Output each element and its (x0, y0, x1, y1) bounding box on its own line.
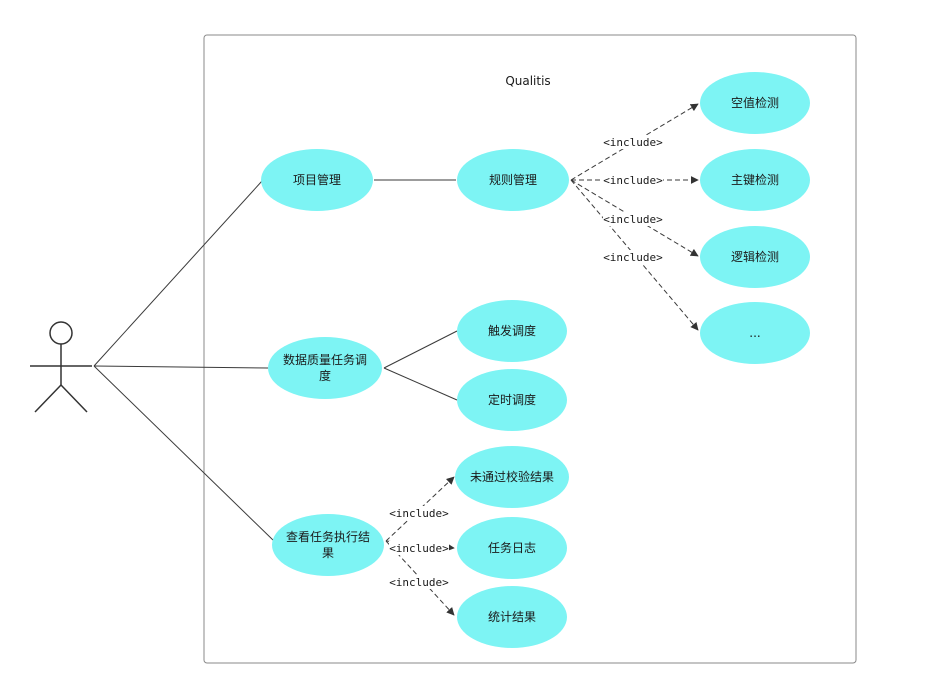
use-case-view-results[interactable]: 查看任务执行结 果 (272, 514, 384, 576)
include-label-logic: <include> (603, 213, 663, 226)
include-label-log: <include> (389, 542, 449, 555)
actor-left-leg (34, 384, 62, 413)
use-case-project-management[interactable]: 项目管理 (261, 149, 373, 211)
use-case-label-line-2: 果 (322, 546, 334, 560)
use-case-label: 未通过校验结果 (470, 469, 554, 484)
association-actor-project (93, 180, 263, 367)
use-case-task-scheduling[interactable]: 数据质量任务调 度 (268, 337, 382, 399)
use-case-label-line-1: 查看任务执行结 (286, 529, 370, 544)
use-case-label-line-2: 度 (319, 368, 331, 383)
actor-figure (30, 321, 92, 413)
actor-right-leg (60, 384, 88, 413)
include-label-bg-6 (389, 541, 449, 555)
use-case-label: 逻辑检测 (731, 249, 779, 264)
use-case-label: ... (749, 326, 760, 340)
include-label-more: <include> (603, 251, 663, 264)
use-case-trigger-scheduling[interactable]: 触发调度 (457, 300, 567, 362)
association-actor-schedule (93, 365, 269, 369)
include-label-stats: <include> (389, 576, 449, 589)
include-label-bg-7 (389, 575, 449, 589)
association-actor-results (93, 365, 275, 542)
include-label-bg-2 (603, 173, 663, 187)
use-case-statistics[interactable]: 统计结果 (457, 586, 567, 648)
use-case-label: 规则管理 (489, 172, 537, 187)
use-case-primary-key-check[interactable]: 主键检测 (700, 149, 810, 211)
use-case-logic-check[interactable]: 逻辑检测 (700, 226, 810, 288)
use-case-timer-scheduling[interactable]: 定时调度 (457, 369, 567, 431)
include-label-bg-5 (389, 506, 449, 520)
use-case-failed-results[interactable]: 未通过校验结果 (455, 446, 569, 508)
use-case-label: 任务日志 (488, 540, 536, 555)
include-label-bg-4 (603, 250, 663, 264)
include-label-null: <include> (603, 136, 663, 149)
use-case-label-line-1: 数据质量任务调 (283, 352, 367, 367)
use-case-label: 触发调度 (488, 323, 536, 338)
use-case-label: 主键检测 (731, 172, 779, 187)
use-case-label: 项目管理 (293, 172, 341, 187)
actor-head (49, 321, 73, 345)
use-case-rule-management[interactable]: 规则管理 (457, 149, 569, 211)
include-label-bg-3 (603, 212, 663, 226)
use-case-more[interactable]: ... (700, 302, 810, 364)
include-label-bg-1 (603, 135, 663, 149)
use-case-null-check[interactable]: 空值检测 (700, 72, 810, 134)
include-label-failed: <include> (389, 507, 449, 520)
use-case-task-log[interactable]: 任务日志 (457, 517, 567, 579)
association-schedule-timer (383, 367, 458, 401)
use-case-label: 统计结果 (488, 610, 536, 624)
use-case-label: 定时调度 (488, 392, 536, 407)
system-title: Qualitis (505, 74, 550, 88)
association-schedule-trigger (383, 330, 458, 369)
include-label-pk: <include> (603, 174, 663, 187)
use-case-label: 空值检测 (731, 95, 779, 110)
